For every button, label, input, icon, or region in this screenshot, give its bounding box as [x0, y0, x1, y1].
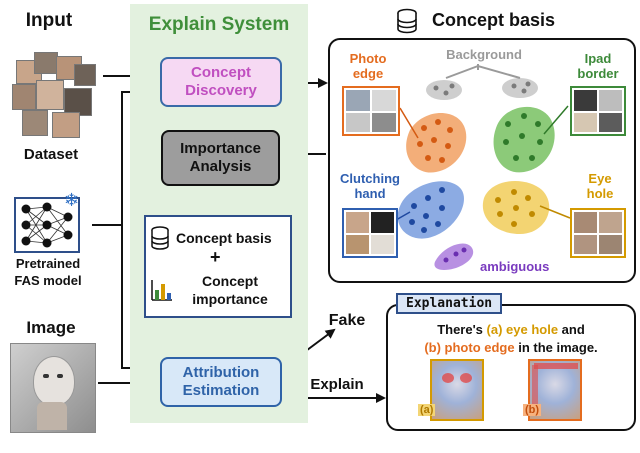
concept-cluster-plot: [395, 64, 571, 270]
eye-hole-thumbnail: [570, 208, 626, 258]
attribution-tag-a: (a): [418, 404, 436, 416]
background-clusters: [426, 78, 538, 100]
concept-basis-title: Concept basis: [432, 10, 556, 30]
explain-label: Explain: [310, 376, 364, 393]
plus-sign: +: [210, 247, 221, 267]
bar-chart-icon: [151, 280, 172, 301]
image-label: Image: [26, 318, 76, 337]
sentence-photo-edge: (b) photo edge: [424, 340, 515, 355]
explanation-sentence-line2: (b) photo edge in the image.: [386, 340, 636, 355]
importance-analysis-box[interactable]: Importance Analysis: [161, 130, 280, 186]
clutching-hand-cluster: [397, 181, 465, 239]
attribution-estimation-box[interactable]: Attribution Estimation: [160, 357, 282, 407]
sentence-eye-hole: (a) eye hole: [486, 322, 559, 337]
photo-edge-label: Photo edge: [349, 51, 387, 81]
attribution-map-a: [430, 359, 484, 421]
background-bracket: [445, 64, 521, 79]
concept-importance-label: Concept importance: [192, 273, 268, 307]
concept-basis-item-label: Concept basis: [176, 230, 272, 246]
eye-hole-label: Eye hole: [586, 171, 614, 201]
model-label-line2: FAS model: [14, 273, 82, 288]
input-face-image: [10, 343, 96, 433]
model-label-line1: Pretrained: [15, 256, 81, 271]
attribution-tag-b: (b): [523, 404, 542, 416]
ambiguous-cluster: [434, 243, 474, 270]
sentence-mid: and: [558, 322, 585, 337]
ambiguous-label: ambiguous: [480, 259, 550, 274]
database-icon: [151, 226, 169, 250]
ipad-border-label: Ipad border: [577, 51, 619, 81]
input-label: Input: [25, 10, 73, 31]
explanation-title: Explanation: [396, 293, 503, 314]
snowflake-icon: ❄: [64, 190, 80, 210]
clutching-hand-label: Clutching hand: [340, 171, 400, 201]
explain-system-title: Explain System: [148, 14, 290, 35]
photo-edge-thumbnail: [342, 86, 400, 136]
neural-network-icon: [14, 197, 80, 253]
fake-label: Fake: [328, 312, 366, 329]
concept-discovery-box[interactable]: Concept Discovery: [160, 57, 282, 107]
dataset-label: Dataset: [23, 146, 79, 163]
clutching-hand-thumbnail: [342, 208, 398, 258]
explanation-sentence-line1: There's (a) eye hole and: [386, 322, 636, 337]
ipad-border-thumbnail: [570, 86, 626, 136]
database-icon-title: [397, 8, 417, 34]
dataset-collage: [12, 50, 98, 142]
sentence-prefix: There's: [437, 322, 487, 337]
sentence-suffix: in the image.: [514, 340, 598, 355]
background-label: Background: [446, 47, 522, 62]
